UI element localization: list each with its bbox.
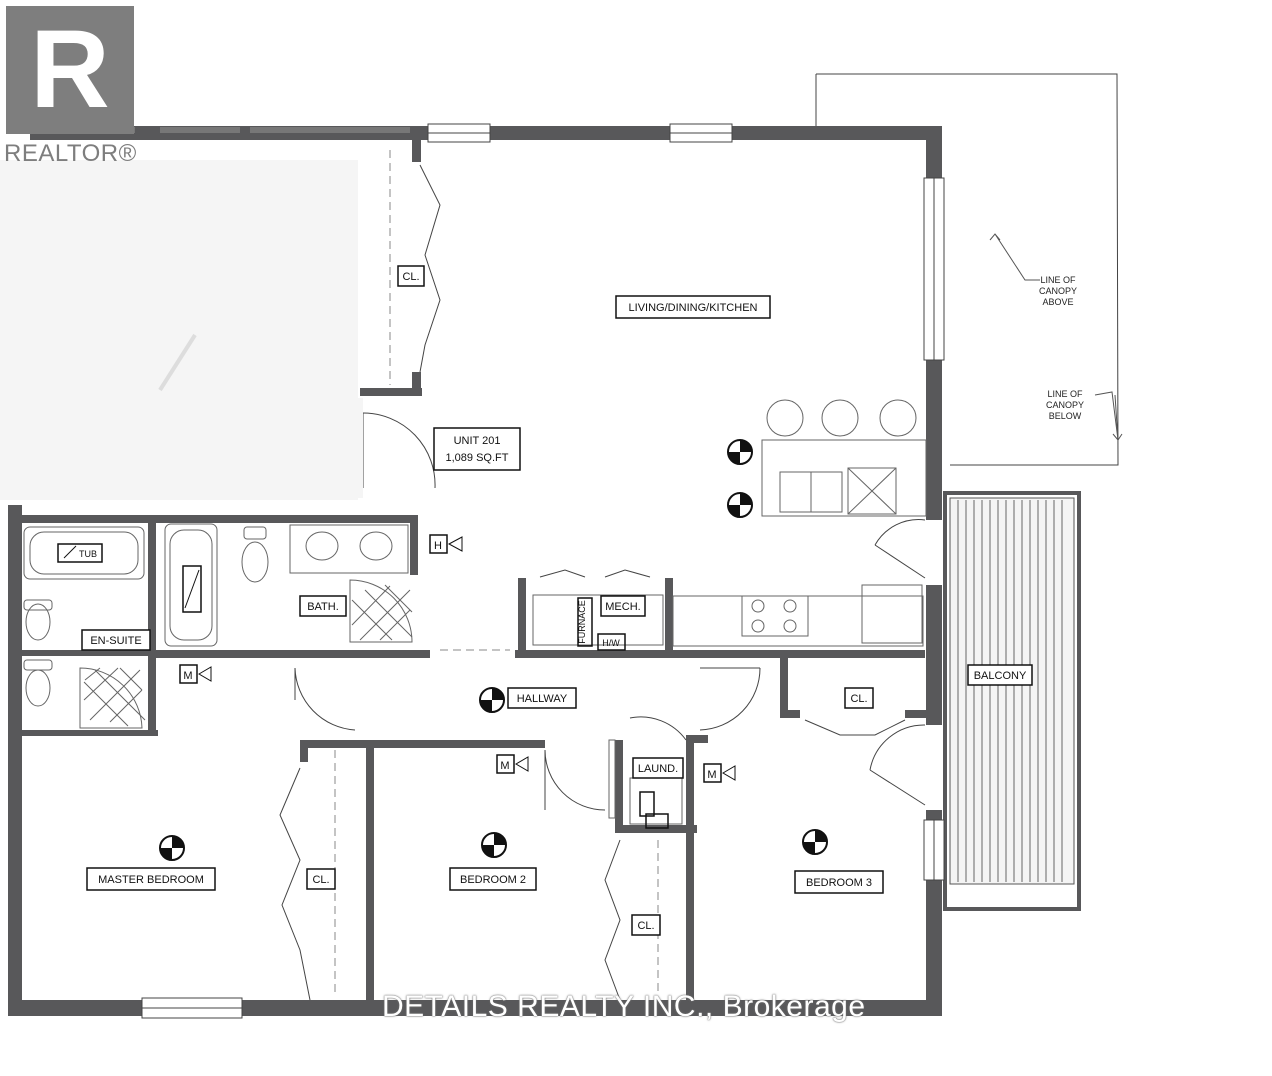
note-canopy-below-1: LINE OF xyxy=(1047,389,1083,399)
label-balcony: BALCONY xyxy=(974,670,1027,682)
bath-fixtures xyxy=(23,523,413,729)
note-canopy-above-1: LINE OF xyxy=(1040,275,1076,285)
symbol-markers xyxy=(159,439,828,861)
label-master: MASTER BEDROOM xyxy=(98,874,204,886)
note-canopy-below-3: BELOW xyxy=(1049,411,1082,421)
fixture-labels: TUB FURNACE H/W xyxy=(57,543,669,829)
label-laund: LAUND. xyxy=(638,763,678,775)
realtor-logo: R REALTOR® xyxy=(0,0,150,175)
ceiling-light-icon xyxy=(727,492,753,518)
label-bedroom3: BEDROOM 3 xyxy=(806,877,872,889)
heater-marker: H xyxy=(434,540,442,552)
ceiling-light-icon xyxy=(481,832,507,858)
label-furnace: FURNACE xyxy=(577,600,587,644)
kitchen-fixtures xyxy=(532,399,927,647)
label-bath: BATH. xyxy=(307,601,339,613)
smoke-detector-marker: M xyxy=(707,769,716,781)
label-mech: MECH. xyxy=(605,601,640,613)
canopy-notes: LINE OF CANOPY ABOVE LINE OF CANOPY BELO… xyxy=(1039,275,1084,421)
room-labels: LIVING/DINING/KITCHEN UNIT 201 1,089 SQ.… xyxy=(81,295,1033,894)
smoke-detector-marker: M xyxy=(500,760,509,772)
ceiling-light-icon xyxy=(802,829,828,855)
note-canopy-below-2: CANOPY xyxy=(1046,400,1084,410)
closet-label: CL. xyxy=(312,874,329,886)
fixture-markers: H M M M xyxy=(179,534,736,783)
label-unit: UNIT 201 xyxy=(454,435,501,447)
ceiling-light-icon xyxy=(159,835,185,861)
label-hw: H/W xyxy=(602,638,620,648)
watermark: DETAILS REALTY INC., Brokerage xyxy=(382,990,866,1023)
label-living: LIVING/DINING/KITCHEN xyxy=(629,302,758,314)
realtor-r-icon: R xyxy=(6,6,134,134)
label-hallway: HALLWAY xyxy=(517,693,568,705)
label-tub: TUB xyxy=(79,549,97,559)
balcony xyxy=(943,491,1081,911)
closet-labels: CL. CL. CL. CL. xyxy=(306,265,874,936)
label-ensuite: EN-SUITE xyxy=(90,635,141,647)
closet-label: CL. xyxy=(850,693,867,705)
interior-walls xyxy=(18,140,931,1010)
closet-label: CL. xyxy=(637,920,654,932)
ceiling-light-icon xyxy=(727,439,753,465)
note-canopy-above-2: CANOPY xyxy=(1039,286,1077,296)
canopy-outline xyxy=(815,73,1123,466)
closet-label: CL. xyxy=(402,271,419,283)
windows xyxy=(141,123,945,1019)
label-sqft: 1,089 SQ.FT xyxy=(446,452,509,464)
note-canopy-above-3: ABOVE xyxy=(1042,297,1073,307)
doors xyxy=(279,164,926,1001)
smoke-detector-marker: M xyxy=(183,670,192,682)
logo-text: REALTOR® xyxy=(4,140,137,167)
ceiling-light-icon xyxy=(479,687,505,713)
blurred-area xyxy=(0,127,410,500)
label-bedroom2: BEDROOM 2 xyxy=(460,874,526,886)
logo-letter: R xyxy=(30,8,110,131)
